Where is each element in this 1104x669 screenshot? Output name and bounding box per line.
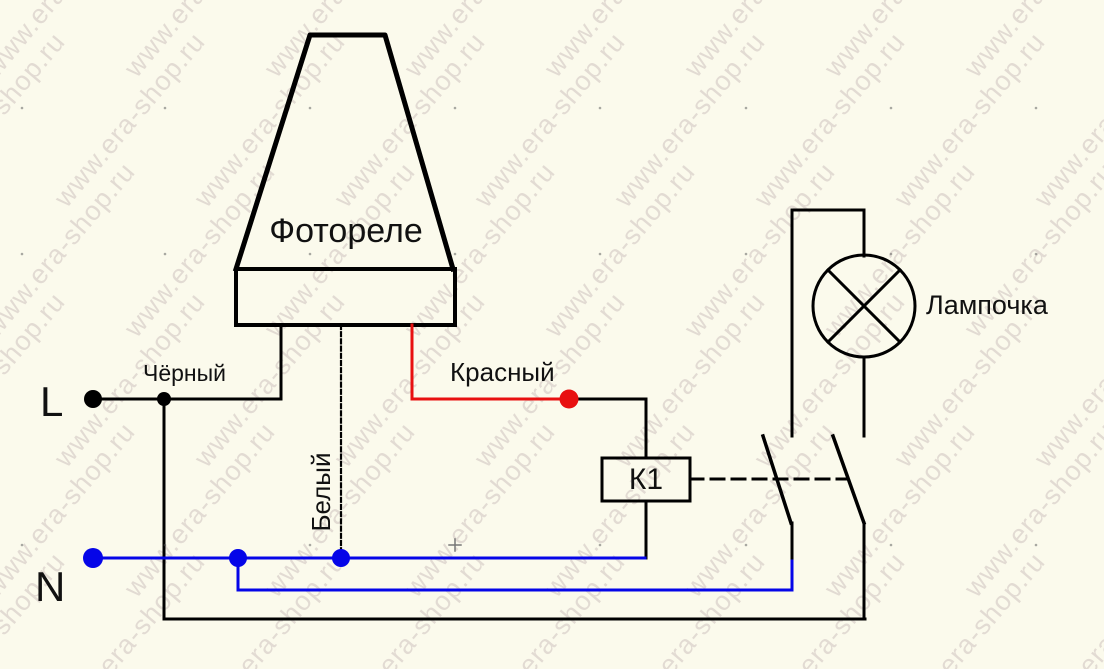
- photocell-hood-trapezoid: [232, 32, 457, 273]
- grid-speck: [1034, 252, 1038, 256]
- neutral-junction-dot-branch: [229, 549, 247, 567]
- coil-feed-wire: [567, 397, 648, 460]
- relay-coil-label: К1: [628, 462, 664, 496]
- grid-speck: [889, 252, 893, 256]
- grid-speck: [20, 543, 24, 547]
- lamp-label: Лампочка: [926, 290, 1048, 320]
- grid-speck: [20, 252, 24, 256]
- grid-speck: [453, 252, 457, 256]
- grid-speck: [308, 252, 312, 256]
- device-label: Фотореле: [269, 212, 423, 250]
- grid-speck: [453, 106, 457, 110]
- phase-terminal-dot: [84, 390, 102, 408]
- grid-speck: [744, 543, 748, 547]
- lamp-cross-line-2: [825, 267, 903, 345]
- grid-speck: [20, 106, 24, 110]
- neutral-junction-dot-white: [332, 549, 350, 567]
- registration-cross: [448, 538, 462, 552]
- grid-speck: [889, 106, 893, 110]
- lamp-circle: [811, 253, 917, 359]
- grid-speck: [744, 106, 748, 110]
- neutral-branch-wire: [236, 556, 794, 592]
- grid-speck: [163, 252, 167, 256]
- grid-speck: [1034, 543, 1038, 547]
- neutral-terminal-dot: [83, 548, 103, 568]
- grid-speck: [1034, 106, 1038, 110]
- red-terminal-dot: [559, 389, 579, 409]
- photocell-base-box: [234, 267, 457, 327]
- grid-speck: [163, 106, 167, 110]
- black-wire-label: Чёрный: [143, 360, 226, 386]
- black-wire: [91, 323, 283, 401]
- phase-label: L: [40, 378, 64, 425]
- grid-specks: [20, 106, 1038, 547]
- phase-junction-dot: [157, 392, 171, 406]
- grid-speck: [889, 543, 893, 547]
- red-wire-label: Красный: [450, 357, 555, 387]
- grid-speck: [744, 252, 748, 256]
- red-wire: [410, 323, 568, 401]
- neutral-label: N: [35, 563, 66, 610]
- white-wire-label: Белый: [306, 452, 336, 532]
- grid-speck: [308, 106, 312, 110]
- grid-speck: [163, 543, 167, 547]
- grid-speck: [308, 543, 312, 547]
- grid-speck: [598, 106, 602, 110]
- phase-return-wire: [162, 397, 867, 621]
- grid-speck: [598, 543, 602, 547]
- grid-speck: [598, 252, 602, 256]
